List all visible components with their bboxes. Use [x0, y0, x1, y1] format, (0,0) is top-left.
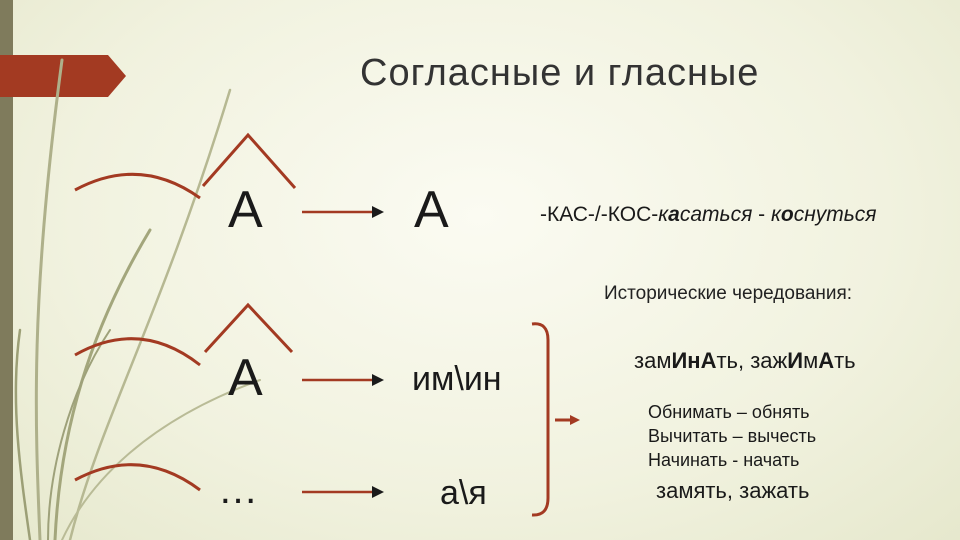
bracket — [531, 322, 572, 517]
ellipsis: … — [218, 468, 258, 512]
examples-list: Обнимать – обнять Вычитать – вычесть Нач… — [648, 400, 816, 472]
word2-part: снуться — [793, 203, 877, 226]
zamin-bold: А — [818, 348, 835, 373]
arrow-heads — [372, 206, 384, 498]
historic-label: Исторические чередования: — [604, 283, 853, 304]
word1-part: к — [658, 203, 669, 226]
im-in: им\ин — [412, 360, 502, 398]
stress-chevrons — [201, 132, 297, 354]
zamin-line: замИнАть, зажИмАть — [634, 348, 856, 374]
zamyat-line: замять, зажать — [656, 478, 810, 503]
rule-separator: - — [752, 203, 771, 226]
word2-part: к — [770, 203, 781, 226]
zamin-bold: Ин — [671, 348, 701, 373]
letter-a-stressed-1: А — [228, 181, 263, 239]
word1-vowel: а — [668, 203, 680, 226]
red-arcs — [74, 172, 201, 492]
bracket-arrow-head — [570, 415, 580, 425]
zamin-part: ть, заж — [716, 348, 788, 373]
left-bar — [0, 0, 13, 540]
example-item: Начинать - начать — [648, 450, 800, 470]
arrow-lines — [302, 210, 372, 494]
zamin-bold: И — [787, 348, 804, 373]
example-item: Вычитать – вычесть — [648, 426, 817, 446]
title-arrow-banner — [0, 55, 126, 97]
page-title: Согласные и гласные — [360, 52, 760, 94]
grass-decoration — [14, 58, 261, 540]
zamin-bold: А — [700, 348, 717, 373]
a-ya: а\я — [440, 474, 487, 512]
word1-part: саться — [679, 203, 753, 226]
letter-a-stressed-2: А — [228, 349, 263, 407]
word2-vowel: о — [780, 203, 794, 226]
zamin-part: м — [803, 348, 819, 373]
zamin-part: зам — [634, 348, 672, 373]
letter-a-result-1: А — [414, 181, 449, 239]
rule-kas-kos: -КАС-/-КОС-касаться - коснуться — [540, 203, 877, 227]
example-item: Обнимать – обнять — [648, 402, 810, 422]
zamin-part: ть — [834, 348, 856, 373]
rule-roots: -КАС-/-КОС- — [540, 203, 659, 226]
